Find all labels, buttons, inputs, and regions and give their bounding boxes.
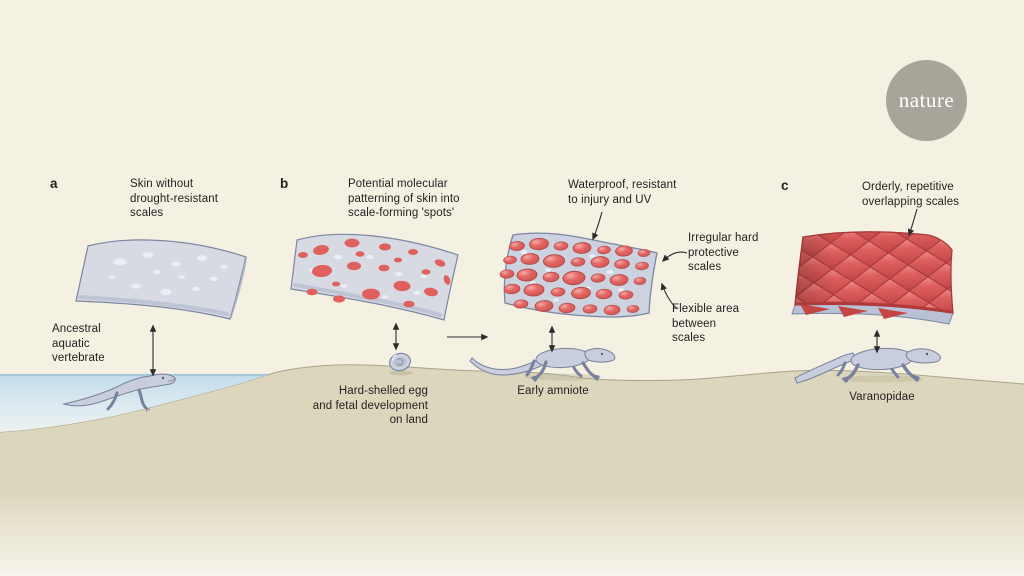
label-varanopidae: Varanopidae [849, 391, 915, 403]
skin-patch-bumpy-scales [499, 232, 658, 318]
caption-waterproof-skin: Waterproof, resistant to injury and UV [568, 179, 677, 206]
hard-scales-callout-arrow [661, 251, 688, 263]
water [0, 373, 267, 432]
overlapping-scales-callout-arrow [907, 208, 918, 237]
panel-letter-b: b [280, 176, 289, 191]
varanopid-illustration [794, 347, 941, 384]
caption-panel-b: Potential molecular patterning of skin i… [348, 178, 460, 219]
caption-panel-c: Orderly, repetitive overlapping scales [862, 181, 960, 208]
waterproof-callout-arrow [592, 211, 603, 241]
callout-flexible-area: Flexible area between scales [672, 303, 740, 344]
label-early-amniote: Early amniote [517, 385, 589, 397]
skin-patch-spotted [290, 233, 459, 321]
callout-hard-scales: Irregular hard protective scales [688, 232, 759, 273]
caption-panel-a: Skin without drought-resistant scales [130, 178, 218, 219]
salamander-illustration [62, 373, 177, 413]
flexible-area-callout-arrow [660, 282, 678, 310]
early-amniote-illustration [469, 347, 616, 382]
nature-logo: nature [886, 60, 967, 141]
label-ancestral-vertebrate: Ancestral aquatic vertebrate [52, 323, 105, 364]
skin-patch-overlapping-scales [791, 231, 954, 325]
skin-patch-smooth [75, 239, 248, 320]
egg-illustration [389, 352, 413, 376]
nature-logo-text: nature [898, 88, 955, 112]
panel-letter-c: c [781, 178, 789, 193]
label-hard-shelled-egg: Hard-shelled egg and fetal development o… [312, 385, 428, 426]
panel-letter-a: a [50, 176, 58, 191]
arrows [149, 208, 918, 377]
